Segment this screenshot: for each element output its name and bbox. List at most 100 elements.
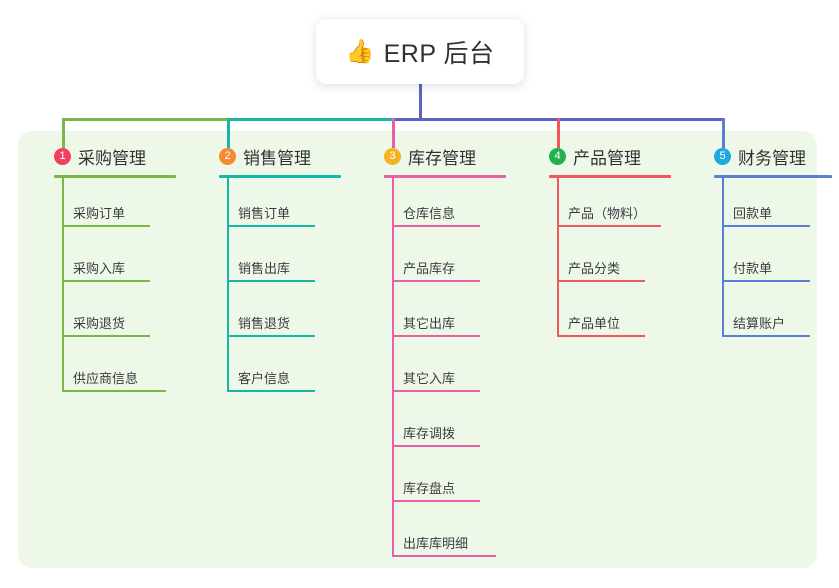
column-rule-1 xyxy=(54,175,176,178)
column-spine-5 xyxy=(722,178,724,337)
list-item[interactable]: 回款单 xyxy=(692,178,839,233)
column-title-1: 采购管理 xyxy=(78,148,146,168)
column-items-1: 采购订单采购入库采购退货供应商信息 xyxy=(32,178,182,398)
column-header-1[interactable]: 1 采购管理 xyxy=(32,143,182,169)
list-item[interactable]: 产品库存 xyxy=(362,233,512,288)
list-item[interactable]: 采购退货 xyxy=(32,288,182,343)
list-item-rule xyxy=(392,225,480,227)
drop-stem-3 xyxy=(392,118,395,148)
column-rule-3 xyxy=(384,175,506,178)
column-badge-1: 1 xyxy=(54,147,71,165)
list-item-rule xyxy=(392,445,480,447)
list-item[interactable]: 客户信息 xyxy=(197,343,347,398)
column-rule-4 xyxy=(549,175,671,178)
bus-segment-2 xyxy=(227,118,392,121)
column-items-4: 产品（物料） 产品分类产品单位 xyxy=(527,178,677,343)
root-node-label: 👍 ERP 后台 xyxy=(345,34,494,70)
list-item-rule xyxy=(392,335,480,337)
column-title-5: 财务管理 xyxy=(738,148,806,168)
column-badge-4: 4 xyxy=(549,147,566,165)
list-item-label: 采购入库 xyxy=(73,261,126,276)
list-item-rule xyxy=(722,225,810,227)
list-item-label: 其它出库 xyxy=(403,316,456,331)
list-item-label: 其它入库 xyxy=(403,371,456,386)
root-node[interactable]: 👍 ERP 后台 xyxy=(316,19,524,84)
list-item[interactable]: 产品（物料） xyxy=(527,178,677,233)
list-item[interactable]: 其它出库 xyxy=(362,288,512,343)
column-4: 4 产品管理产品（物料） 产品分类产品单位 xyxy=(527,143,677,343)
list-item[interactable]: 产品分类 xyxy=(527,233,677,288)
list-item-rule xyxy=(392,500,480,502)
column-1: 1 采购管理采购订单采购入库采购退货供应商信息 xyxy=(32,143,182,398)
list-item[interactable]: 仓库信息 xyxy=(362,178,512,233)
list-item[interactable]: 出库库明细 xyxy=(362,508,512,563)
list-item-rule xyxy=(62,225,150,227)
column-rule-5 xyxy=(714,175,832,178)
list-item[interactable]: 供应商信息 xyxy=(32,343,182,398)
column-badge-5: 5 xyxy=(714,147,731,165)
column-items-5: 回款单付款单结算账户 xyxy=(692,178,839,343)
column-header-5[interactable]: 5 财务管理 xyxy=(692,143,839,169)
diagram-panel xyxy=(18,131,817,568)
list-item-label: 库存调拨 xyxy=(403,426,456,441)
list-item-rule xyxy=(557,225,661,227)
list-item-rule xyxy=(722,280,810,282)
list-item-label: 产品分类 xyxy=(568,261,621,276)
root-node-text: ERP 后台 xyxy=(383,39,495,68)
bus-segment-1 xyxy=(62,118,227,121)
list-item-label: 销售订单 xyxy=(238,206,291,221)
column-spine-3 xyxy=(392,178,394,557)
column-badge-3: 3 xyxy=(384,147,401,165)
list-item-rule xyxy=(557,280,645,282)
column-spine-1 xyxy=(62,178,64,392)
column-5: 5 财务管理回款单付款单结算账户 xyxy=(692,143,839,343)
column-spine-4 xyxy=(557,178,559,337)
list-item[interactable]: 付款单 xyxy=(692,233,839,288)
list-item[interactable]: 销售出库 xyxy=(197,233,347,288)
list-item-label: 采购订单 xyxy=(73,206,126,221)
column-items-3: 仓库信息产品库存其它出库其它入库库存调拨库存盘点出库库明细 xyxy=(362,178,512,563)
column-badge-2: 2 xyxy=(219,147,236,165)
column-header-4[interactable]: 4 产品管理 xyxy=(527,143,677,169)
list-item[interactable]: 销售退货 xyxy=(197,288,347,343)
list-item-rule xyxy=(392,390,480,392)
list-item-rule xyxy=(392,555,496,557)
list-item-label: 销售退货 xyxy=(238,316,291,331)
drop-stem-5 xyxy=(722,118,725,148)
list-item[interactable]: 结算账户 xyxy=(692,288,839,343)
list-item-rule xyxy=(227,335,315,337)
list-item-label: 结算账户 xyxy=(733,316,786,331)
drop-stem-2 xyxy=(227,118,230,148)
list-item-rule xyxy=(722,335,810,337)
list-item-label: 产品单位 xyxy=(568,316,621,331)
list-item-label: 客户信息 xyxy=(238,371,291,386)
column-items-2: 销售订单销售出库销售退货客户信息 xyxy=(197,178,347,398)
column-title-4: 产品管理 xyxy=(573,148,641,168)
thumbs-up-icon: 👍 xyxy=(345,38,375,64)
list-item[interactable]: 其它入库 xyxy=(362,343,512,398)
list-item-rule xyxy=(227,390,315,392)
root-stem xyxy=(419,84,422,121)
list-item-label: 仓库信息 xyxy=(403,206,456,221)
column-spine-2 xyxy=(227,178,229,392)
list-item-label: 回款单 xyxy=(733,206,773,221)
list-item-rule xyxy=(62,335,150,337)
list-item-label: 库存盘点 xyxy=(403,481,456,496)
list-item-label: 产品（物料） xyxy=(568,206,647,221)
list-item-label: 采购退货 xyxy=(73,316,126,331)
list-item-label: 产品库存 xyxy=(403,261,456,276)
list-item-label: 供应商信息 xyxy=(73,371,139,386)
list-item[interactable]: 销售订单 xyxy=(197,178,347,233)
list-item[interactable]: 采购入库 xyxy=(32,233,182,288)
list-item[interactable]: 产品单位 xyxy=(527,288,677,343)
list-item-rule xyxy=(62,280,150,282)
list-item[interactable]: 库存调拨 xyxy=(362,398,512,453)
list-item-rule xyxy=(227,225,315,227)
list-item[interactable]: 库存盘点 xyxy=(362,453,512,508)
list-item[interactable]: 采购订单 xyxy=(32,178,182,233)
